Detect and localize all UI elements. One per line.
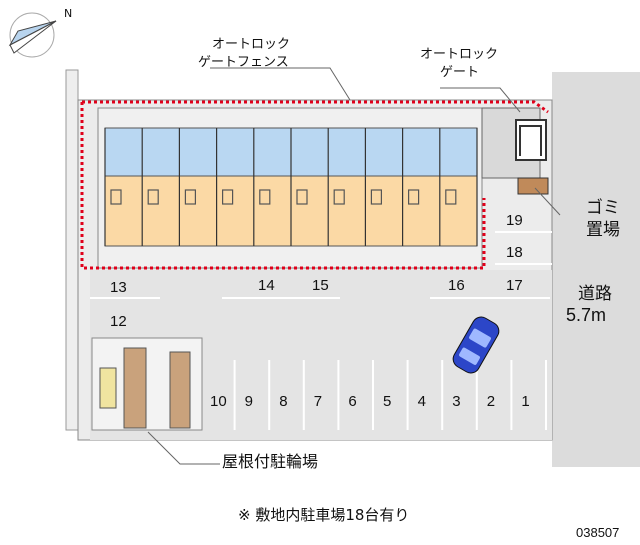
parking-number-3: 3 [452, 393, 461, 410]
parking-number-10: 10 [210, 393, 227, 410]
unit-door [445, 189, 457, 205]
parking-number-14: 14 [258, 277, 275, 294]
compass-north-label: N [64, 7, 73, 20]
label-garbage-1: ゴミ [586, 198, 620, 218]
sidewalk-left [65, 69, 79, 431]
label-autolock-gate-2: ゲート [440, 65, 480, 80]
parking-number-17: 17 [506, 277, 523, 294]
label-road-1: 道路 [578, 284, 612, 304]
unit-door [259, 189, 271, 205]
apartment-building [97, 107, 483, 269]
car-icon [452, 316, 500, 374]
parking-number-9: 9 [244, 393, 253, 410]
parking-number-16: 16 [448, 277, 465, 294]
bike-roof-2 [169, 351, 191, 429]
unit-door [110, 189, 122, 205]
label-garbage-2: 置場 [586, 220, 620, 240]
parking-number-6: 6 [348, 393, 357, 410]
parking-number-8: 8 [279, 393, 288, 410]
unit-door [147, 189, 159, 205]
road [552, 72, 640, 467]
bike-roof-1 [123, 347, 147, 429]
parking-number-15: 15 [312, 277, 329, 294]
unit-door [408, 189, 420, 205]
parking-number-7: 7 [313, 393, 323, 410]
label-autolock-fence-1: オートロック [212, 37, 291, 52]
parking-number-2: 2 [486, 393, 496, 410]
unit-door [184, 189, 196, 205]
gate-door-icon [519, 125, 542, 156]
garbage-area [517, 177, 549, 195]
parking-number-4: 4 [417, 393, 426, 410]
parking-number-13: 13 [110, 279, 127, 296]
unit-door [296, 189, 308, 205]
bike-box [99, 367, 117, 409]
label-autolock-gate-1: オートロック [420, 47, 499, 62]
parking-number-19: 19 [506, 212, 523, 229]
unit-door [222, 189, 234, 205]
label-road-2: 5.7m [566, 305, 607, 325]
autolock-fence [80, 100, 549, 270]
image-code: 038507 [576, 525, 620, 540]
label-autolock-fence-2: ゲートフェンス [198, 55, 289, 70]
footnote: ※ 敷地内駐車場18台有り [238, 506, 410, 524]
parking-number-1: 1 [521, 393, 530, 410]
parking-number-12: 12 [110, 313, 127, 330]
parking-number-5: 5 [383, 393, 392, 410]
label-bicycle-parking: 屋根付駐輪場 [222, 452, 319, 471]
unit-door [370, 189, 382, 205]
unit-door [333, 189, 345, 205]
parking-number-18: 18 [506, 244, 523, 261]
north-arrow-icon [8, 12, 57, 58]
